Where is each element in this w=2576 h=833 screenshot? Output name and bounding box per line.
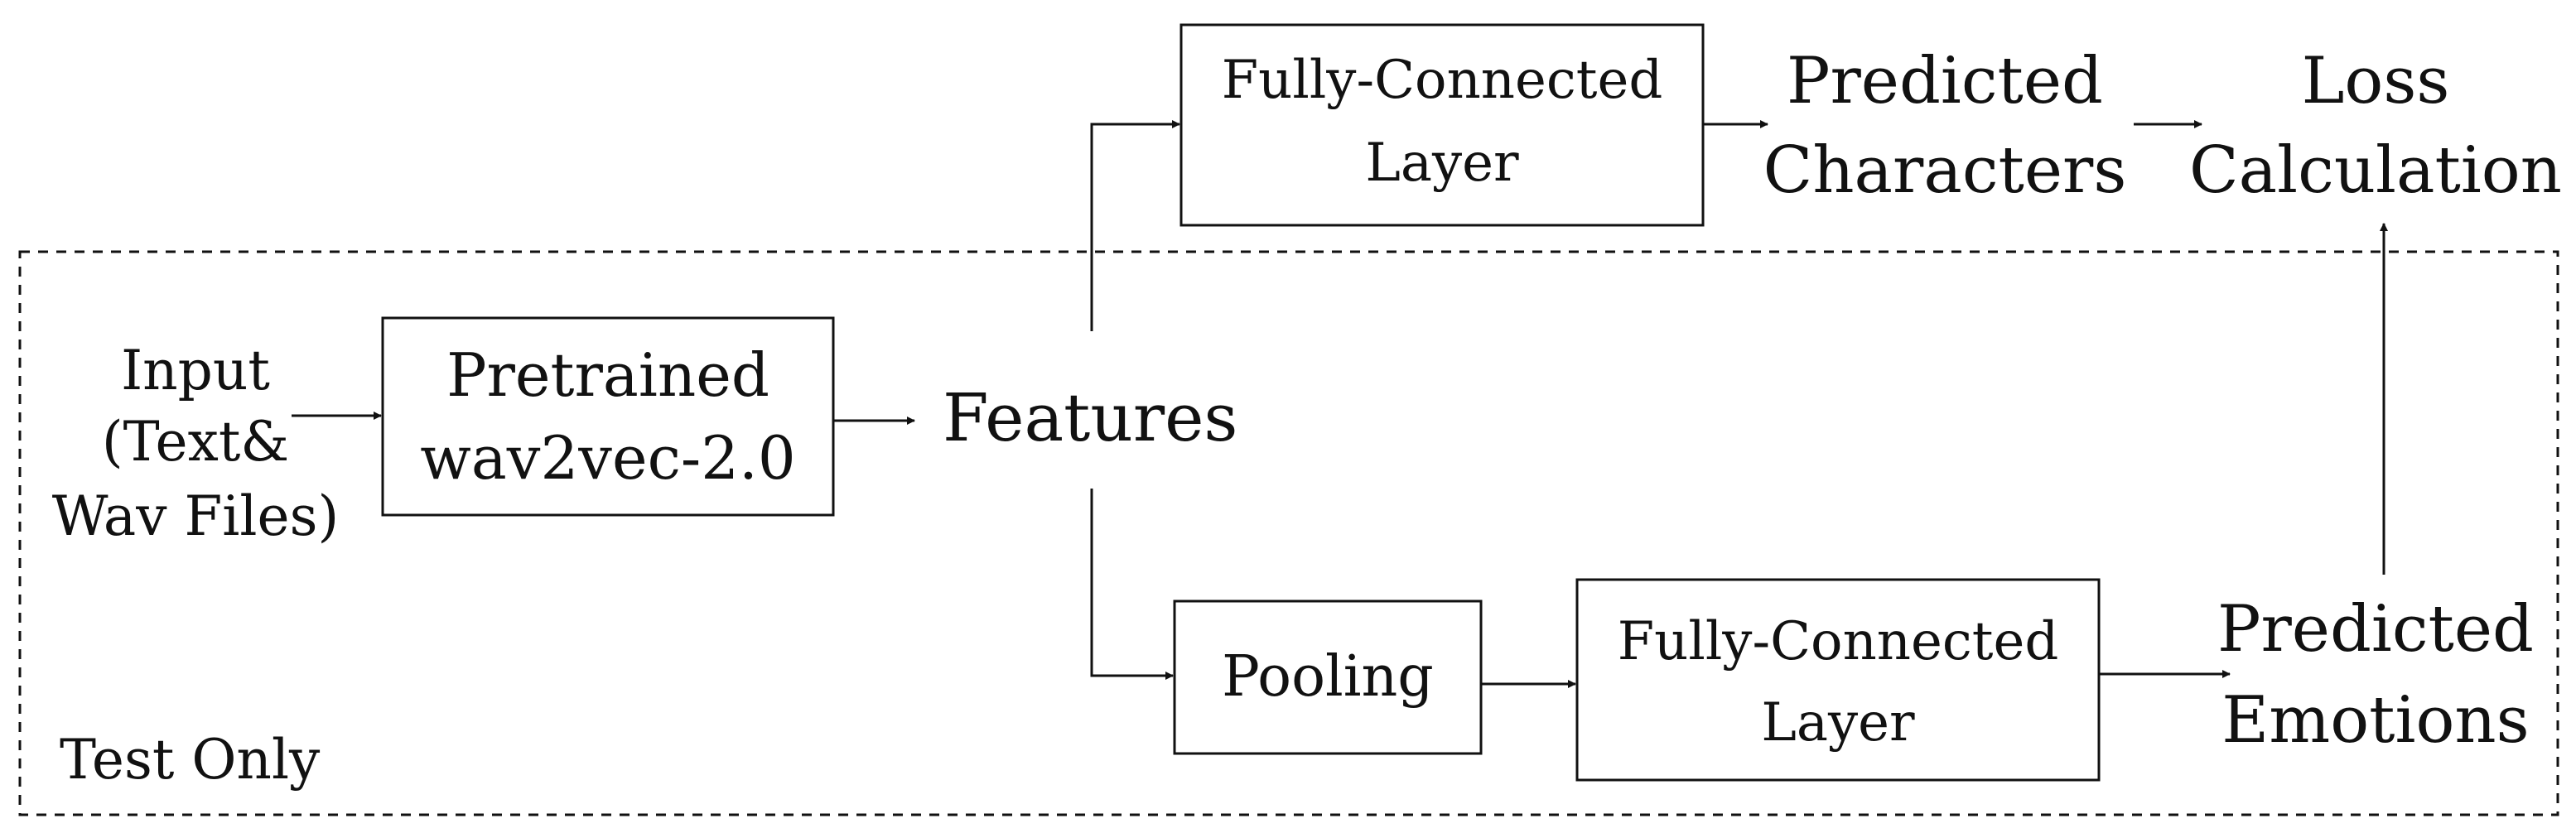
predicted-characters-line-2: Characters (1763, 133, 2127, 208)
fc-top-label-line-2: Layer (1365, 132, 1519, 194)
predicted-emotions-line-1: Predicted (2217, 592, 2534, 667)
predicted-characters-node: Predicted Characters (1763, 44, 2127, 208)
pooling-node: Pooling (1173, 599, 1483, 755)
input-node: Input (Text& Wav Files) (52, 339, 339, 548)
fc-layer-top-box (1179, 23, 1705, 227)
pretrained-label-line-2: wav2vec-2.0 (420, 423, 795, 493)
fc-layer-bottom-box (1575, 578, 2101, 782)
pretrained-wav2vec-box (381, 316, 835, 517)
input-label-line-2: (Text& (102, 410, 289, 474)
predicted-emotions-node: Predicted Emotions (2217, 592, 2534, 758)
pooling-label: Pooling (1222, 644, 1434, 710)
loss-calculation-line-2: Calculation (2189, 133, 2562, 208)
fc-top-label-line-1: Fully-Connected (1222, 50, 1663, 111)
input-label-line-3: Wav Files) (52, 484, 339, 548)
fc-layer-bottom-node: Fully-Connected Layer (1575, 578, 2101, 782)
input-label-line-1: Input (121, 339, 270, 402)
predicted-characters-line-1: Predicted (1787, 44, 2103, 118)
arrow-features-to-fc-top (1090, 120, 1180, 331)
fc-bottom-label-line-1: Fully-Connected (1618, 611, 2059, 672)
arrow-features-to-pooling (1090, 489, 1174, 680)
pooling-box (1173, 599, 1483, 755)
pretrained-wav2vec-node: Pretrained wav2vec-2.0 (381, 316, 835, 517)
loss-calculation-node: Loss Calculation (2189, 44, 2562, 208)
fc-bottom-label-line-2: Layer (1761, 692, 1915, 754)
loss-calculation-line-1: Loss (2302, 44, 2450, 118)
features-label: Features (943, 379, 1237, 456)
pretrained-label-line-1: Pretrained (446, 340, 769, 410)
test-only-label: Test Only (60, 728, 321, 792)
predicted-emotions-line-2: Emotions (2221, 683, 2529, 758)
fc-layer-top-node: Fully-Connected Layer (1179, 23, 1705, 227)
